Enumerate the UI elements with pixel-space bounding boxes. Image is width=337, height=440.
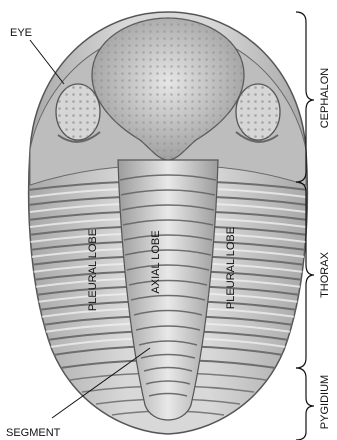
cephalon-label: CEPHALON <box>319 68 331 129</box>
thorax-label: THORAX <box>319 251 331 298</box>
pygidium-label: PYGIDIUM <box>319 375 331 429</box>
pleural-lobe-right-label: PLEURAL LOBE <box>225 227 237 309</box>
eye-leader-line <box>30 40 64 84</box>
axial-lobe-label: AXIAL LOBE <box>150 230 162 293</box>
segment-label: SEGMENT <box>6 427 61 439</box>
eye-label: EYE <box>10 27 32 39</box>
pleural-lobe-left-label: PLEURAL LOBE <box>87 229 99 311</box>
pygidium-brace <box>296 368 314 440</box>
